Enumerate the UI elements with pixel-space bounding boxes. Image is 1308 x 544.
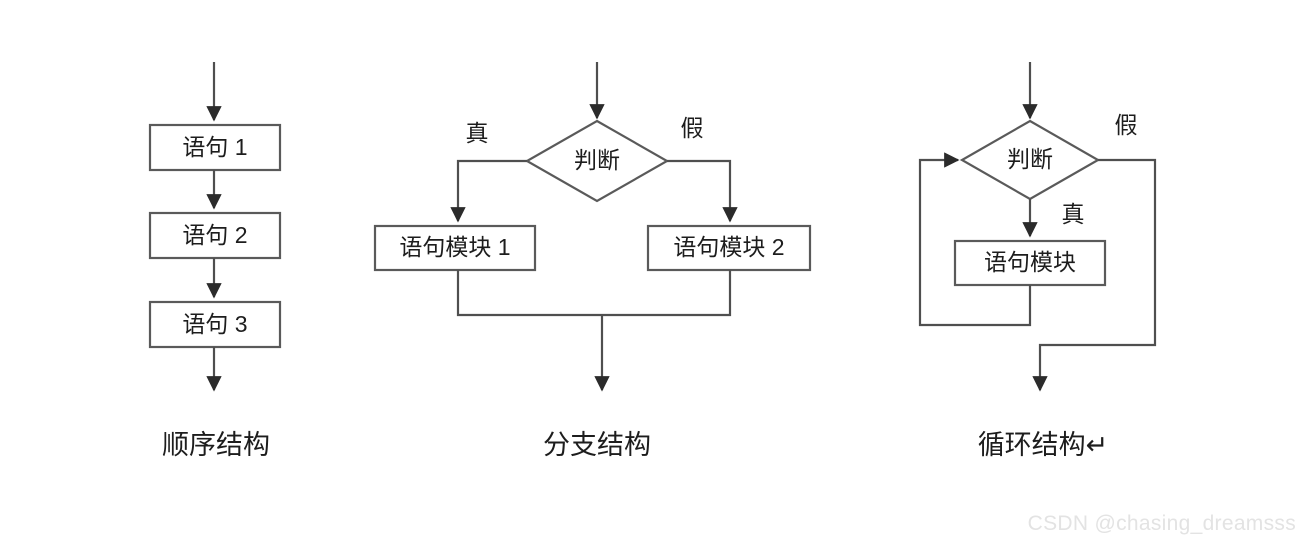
branch-box-2: [646, 224, 812, 272]
loop-true-label: 真: [1062, 201, 1085, 227]
branch-decision-label: 判断: [574, 147, 620, 173]
loop-structure-group: 判断 真 语句模块 假 循环结构↵: [918, 62, 1157, 460]
loop-false-path: [1032, 158, 1157, 392]
branch-false-label: 假: [681, 115, 704, 141]
branch-decision-diamond: [524, 119, 670, 203]
sequence-structure-group: 语句 1 语句 2 语句 3 顺序结构: [148, 62, 282, 460]
sequence-box-2: [148, 211, 282, 260]
branch-true-path: [450, 159, 527, 223]
loop-false-label: 假: [1115, 112, 1138, 138]
loop-feedback-path: [918, 152, 1032, 327]
branch-caption: 分支结构: [543, 430, 651, 460]
branch-box-2-label: 语句模块 2: [673, 234, 784, 260]
loop-statement-box: [953, 239, 1107, 287]
loop-caption: 循环结构↵: [978, 430, 1109, 460]
branch-true-label: 真: [466, 120, 489, 146]
loop-statement-box-label: 语句模块: [984, 249, 1076, 275]
sequence-caption: 顺序结构: [162, 430, 270, 460]
branch-box-1: [373, 224, 537, 272]
branch-false-path: [667, 159, 738, 223]
branch-merge-path: [456, 270, 732, 317]
sequence-box-2-label: 语句 2: [182, 222, 247, 248]
loop-decision-label: 判断: [1007, 146, 1053, 172]
branch-structure-group: 判断 真 假 语句模块 1 语句模块 2 分支结构: [373, 62, 812, 460]
sequence-box-3-label: 语句 3: [182, 311, 247, 337]
sequence-box-1-label: 语句 1: [182, 134, 247, 160]
sequence-box-3: [148, 300, 282, 349]
branch-box-1-label: 语句模块 1: [399, 234, 510, 260]
csdn-watermark: CSDN @chasing_dreamsss: [1027, 512, 1296, 535]
